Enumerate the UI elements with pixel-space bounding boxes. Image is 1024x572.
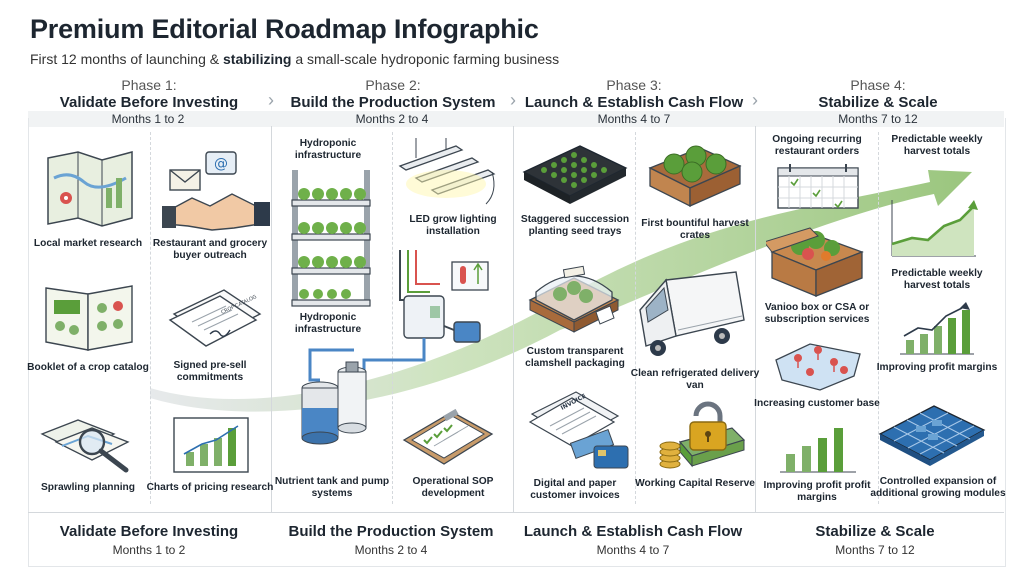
nutrient-pump-system-icon bbox=[301, 250, 489, 445]
phase-3-item-4-label: Clean refrigerated delivery van bbox=[630, 368, 760, 391]
calendar-orders-icon bbox=[777, 164, 859, 209]
column-divider bbox=[150, 132, 151, 504]
page-subtitle: First 12 months of launching & stabilizi… bbox=[30, 51, 559, 67]
profit-bar-chart-icon bbox=[900, 302, 974, 355]
email-at-symbol: @ bbox=[214, 156, 228, 172]
months-band: Months 1 to 2 Months 2 to 4 Months 4 to … bbox=[28, 111, 1004, 127]
phase-1-item-2-label: Restaurant and grocery buyer outreach bbox=[152, 238, 268, 261]
handshake-outreach-icon: @ bbox=[162, 151, 270, 231]
seed-trays-icon bbox=[522, 145, 628, 204]
phase-1-months: Months 1 to 2 bbox=[111, 112, 185, 126]
harvest-growth-chart-icon bbox=[891, 200, 978, 257]
phase-4-footer-months: Months 7 to 12 bbox=[835, 543, 915, 557]
phase-1-item-5-label: Sprawling planning bbox=[41, 482, 135, 493]
phase-2-footer: Build the Production System Months 2 to … bbox=[271, 522, 511, 558]
phase-4-item-6-label: Improving profit margins bbox=[876, 362, 998, 373]
phase-4-name: Stabilize & Scale bbox=[818, 94, 938, 111]
subtitle-suffix: a small-scale hydroponic farming busines… bbox=[295, 51, 560, 67]
signed-commitments-icon: CROP CATALOG bbox=[168, 289, 262, 347]
refrigerated-van-icon bbox=[639, 271, 745, 356]
phase-3-item-5-label: Digital and paper customer invoices bbox=[530, 478, 620, 501]
phase-1-item-6-label: Charts of pricing research bbox=[146, 482, 274, 493]
market-map-icon bbox=[47, 151, 133, 227]
page-title: Premium Editorial Roadmap Infographic bbox=[30, 14, 539, 44]
phase-1-item-3-label: Booklet of a crop catalog bbox=[27, 362, 149, 373]
subtitle-prefix: First 12 months of launching & bbox=[30, 51, 220, 67]
phase-4-months: Months 7 to 12 bbox=[838, 112, 918, 126]
customer-invoices-icon: INVOICE bbox=[528, 391, 629, 469]
phase-4-header: Phase 4: Stabilize & Scale bbox=[758, 77, 998, 113]
phase-2-panel-divider bbox=[271, 126, 272, 512]
phase-4-item-5-label: Increasing customer base bbox=[754, 398, 880, 409]
phase-3-item-1-label: Staggered succession planting seed trays bbox=[520, 214, 630, 237]
phase-1-number: Phase 1: bbox=[121, 77, 177, 93]
crop-catalog-booklet-icon bbox=[45, 285, 133, 351]
phase-4-item-2-label: Predictable weekly harvest totals bbox=[891, 134, 983, 157]
phase-3-number: Phase 3: bbox=[606, 77, 662, 93]
phase-4-item-4-label: Predictable weekly harvest totals bbox=[891, 268, 983, 291]
phase-2-name: Build the Production System bbox=[290, 94, 496, 111]
phase-1-item-1-label: Local market research bbox=[33, 238, 143, 249]
led-grow-light-icon bbox=[398, 138, 496, 205]
sop-clipboard-icon bbox=[402, 408, 494, 465]
phase-4-panel-divider bbox=[755, 126, 756, 512]
growing-modules-grid-icon bbox=[878, 405, 986, 466]
phase-1-footer-name: Validate Before Investing bbox=[59, 523, 239, 540]
phase-1-header: Phase 1: Validate Before Investing bbox=[29, 77, 269, 113]
phase-2-item-5-label: Operational SOP development bbox=[412, 476, 494, 499]
subtitle-emphasis: stabilizing bbox=[223, 51, 292, 67]
phase-2-footer-months: Months 2 to 4 bbox=[354, 543, 428, 557]
hydroponic-rack-icon bbox=[291, 170, 371, 307]
phase-3-months: Months 4 to 7 bbox=[597, 112, 671, 126]
phase-1-footer-months: Months 1 to 2 bbox=[112, 543, 186, 557]
phase-1-item-4-label: Signed pre-sell commitments bbox=[173, 360, 247, 383]
phase-3-footer-name: Launch & Establish Cash Flow bbox=[523, 523, 743, 540]
column-divider bbox=[392, 132, 393, 504]
phase-3-footer-months: Months 4 to 7 bbox=[596, 543, 670, 557]
phase-3-header: Phase 3: Launch & Establish Cash Flow bbox=[514, 77, 754, 113]
phase-3-name: Launch & Establish Cash Flow bbox=[524, 94, 744, 111]
chevron-right-icon: › bbox=[510, 90, 516, 110]
phase-2-number: Phase 2: bbox=[365, 77, 421, 93]
phase-2-header: Phase 2: Build the Production System bbox=[273, 77, 513, 113]
csa-produce-box-icon bbox=[766, 227, 864, 297]
phase-3-footer: Launch & Establish Cash Flow Months 4 to… bbox=[513, 522, 753, 558]
phase-2-footer-name: Build the Production System bbox=[288, 523, 494, 540]
phase-2-months: Months 2 to 4 bbox=[355, 112, 429, 126]
harvest-crates-icon bbox=[648, 145, 742, 208]
phase-2-item-3-label: Hydroponic infrastructure bbox=[294, 312, 362, 335]
phase-3-panel-divider bbox=[513, 126, 514, 512]
phase-3-item-2-label: First bountiful harvest crates bbox=[641, 218, 749, 241]
phase-2-item-1-label: Hydroponic infrastructure bbox=[294, 138, 362, 161]
phase-4-item-3-label: Vanioo box or CSA or subscription servic… bbox=[764, 302, 870, 325]
clamshell-packaging-icon bbox=[528, 265, 620, 333]
footer-divider bbox=[28, 512, 1004, 513]
phase-2-item-2-label: LED grow lighting installation bbox=[409, 214, 497, 237]
column-divider bbox=[878, 132, 879, 504]
phase-4-item-1-label: Ongoing recurring restaurant orders bbox=[772, 134, 862, 157]
capital-reserve-lock-icon bbox=[659, 401, 746, 469]
pricing-chart-icon bbox=[173, 417, 249, 473]
phase-4-footer: Stabilize & Scale Months 7 to 12 bbox=[755, 522, 995, 558]
profit-margin-bars-icon bbox=[780, 428, 856, 473]
phase-4-item-7-label: Improving profit profit margins bbox=[763, 480, 871, 503]
column-divider bbox=[635, 132, 636, 504]
phase-4-footer-name: Stabilize & Scale bbox=[815, 523, 935, 540]
phase-1-footer: Validate Before Investing Months 1 to 2 bbox=[29, 522, 269, 558]
phase-4-item-8-label: Controlled expansion of additional growi… bbox=[870, 476, 1006, 499]
phase-3-item-3-label: Custom transparent clamshell packaging bbox=[525, 346, 625, 369]
chevron-right-icon: › bbox=[752, 90, 758, 110]
phase-4-number: Phase 4: bbox=[850, 77, 906, 93]
phase-2-item-4-label: Nutrient tank and pump systems bbox=[274, 476, 390, 499]
phase-3-item-6-label: Working Capital Reserve bbox=[635, 478, 755, 489]
chevron-right-icon: › bbox=[268, 90, 274, 110]
phase-1-name: Validate Before Investing bbox=[59, 94, 239, 111]
planning-magnifier-icon bbox=[40, 419, 130, 473]
customer-base-map-icon bbox=[775, 343, 861, 391]
